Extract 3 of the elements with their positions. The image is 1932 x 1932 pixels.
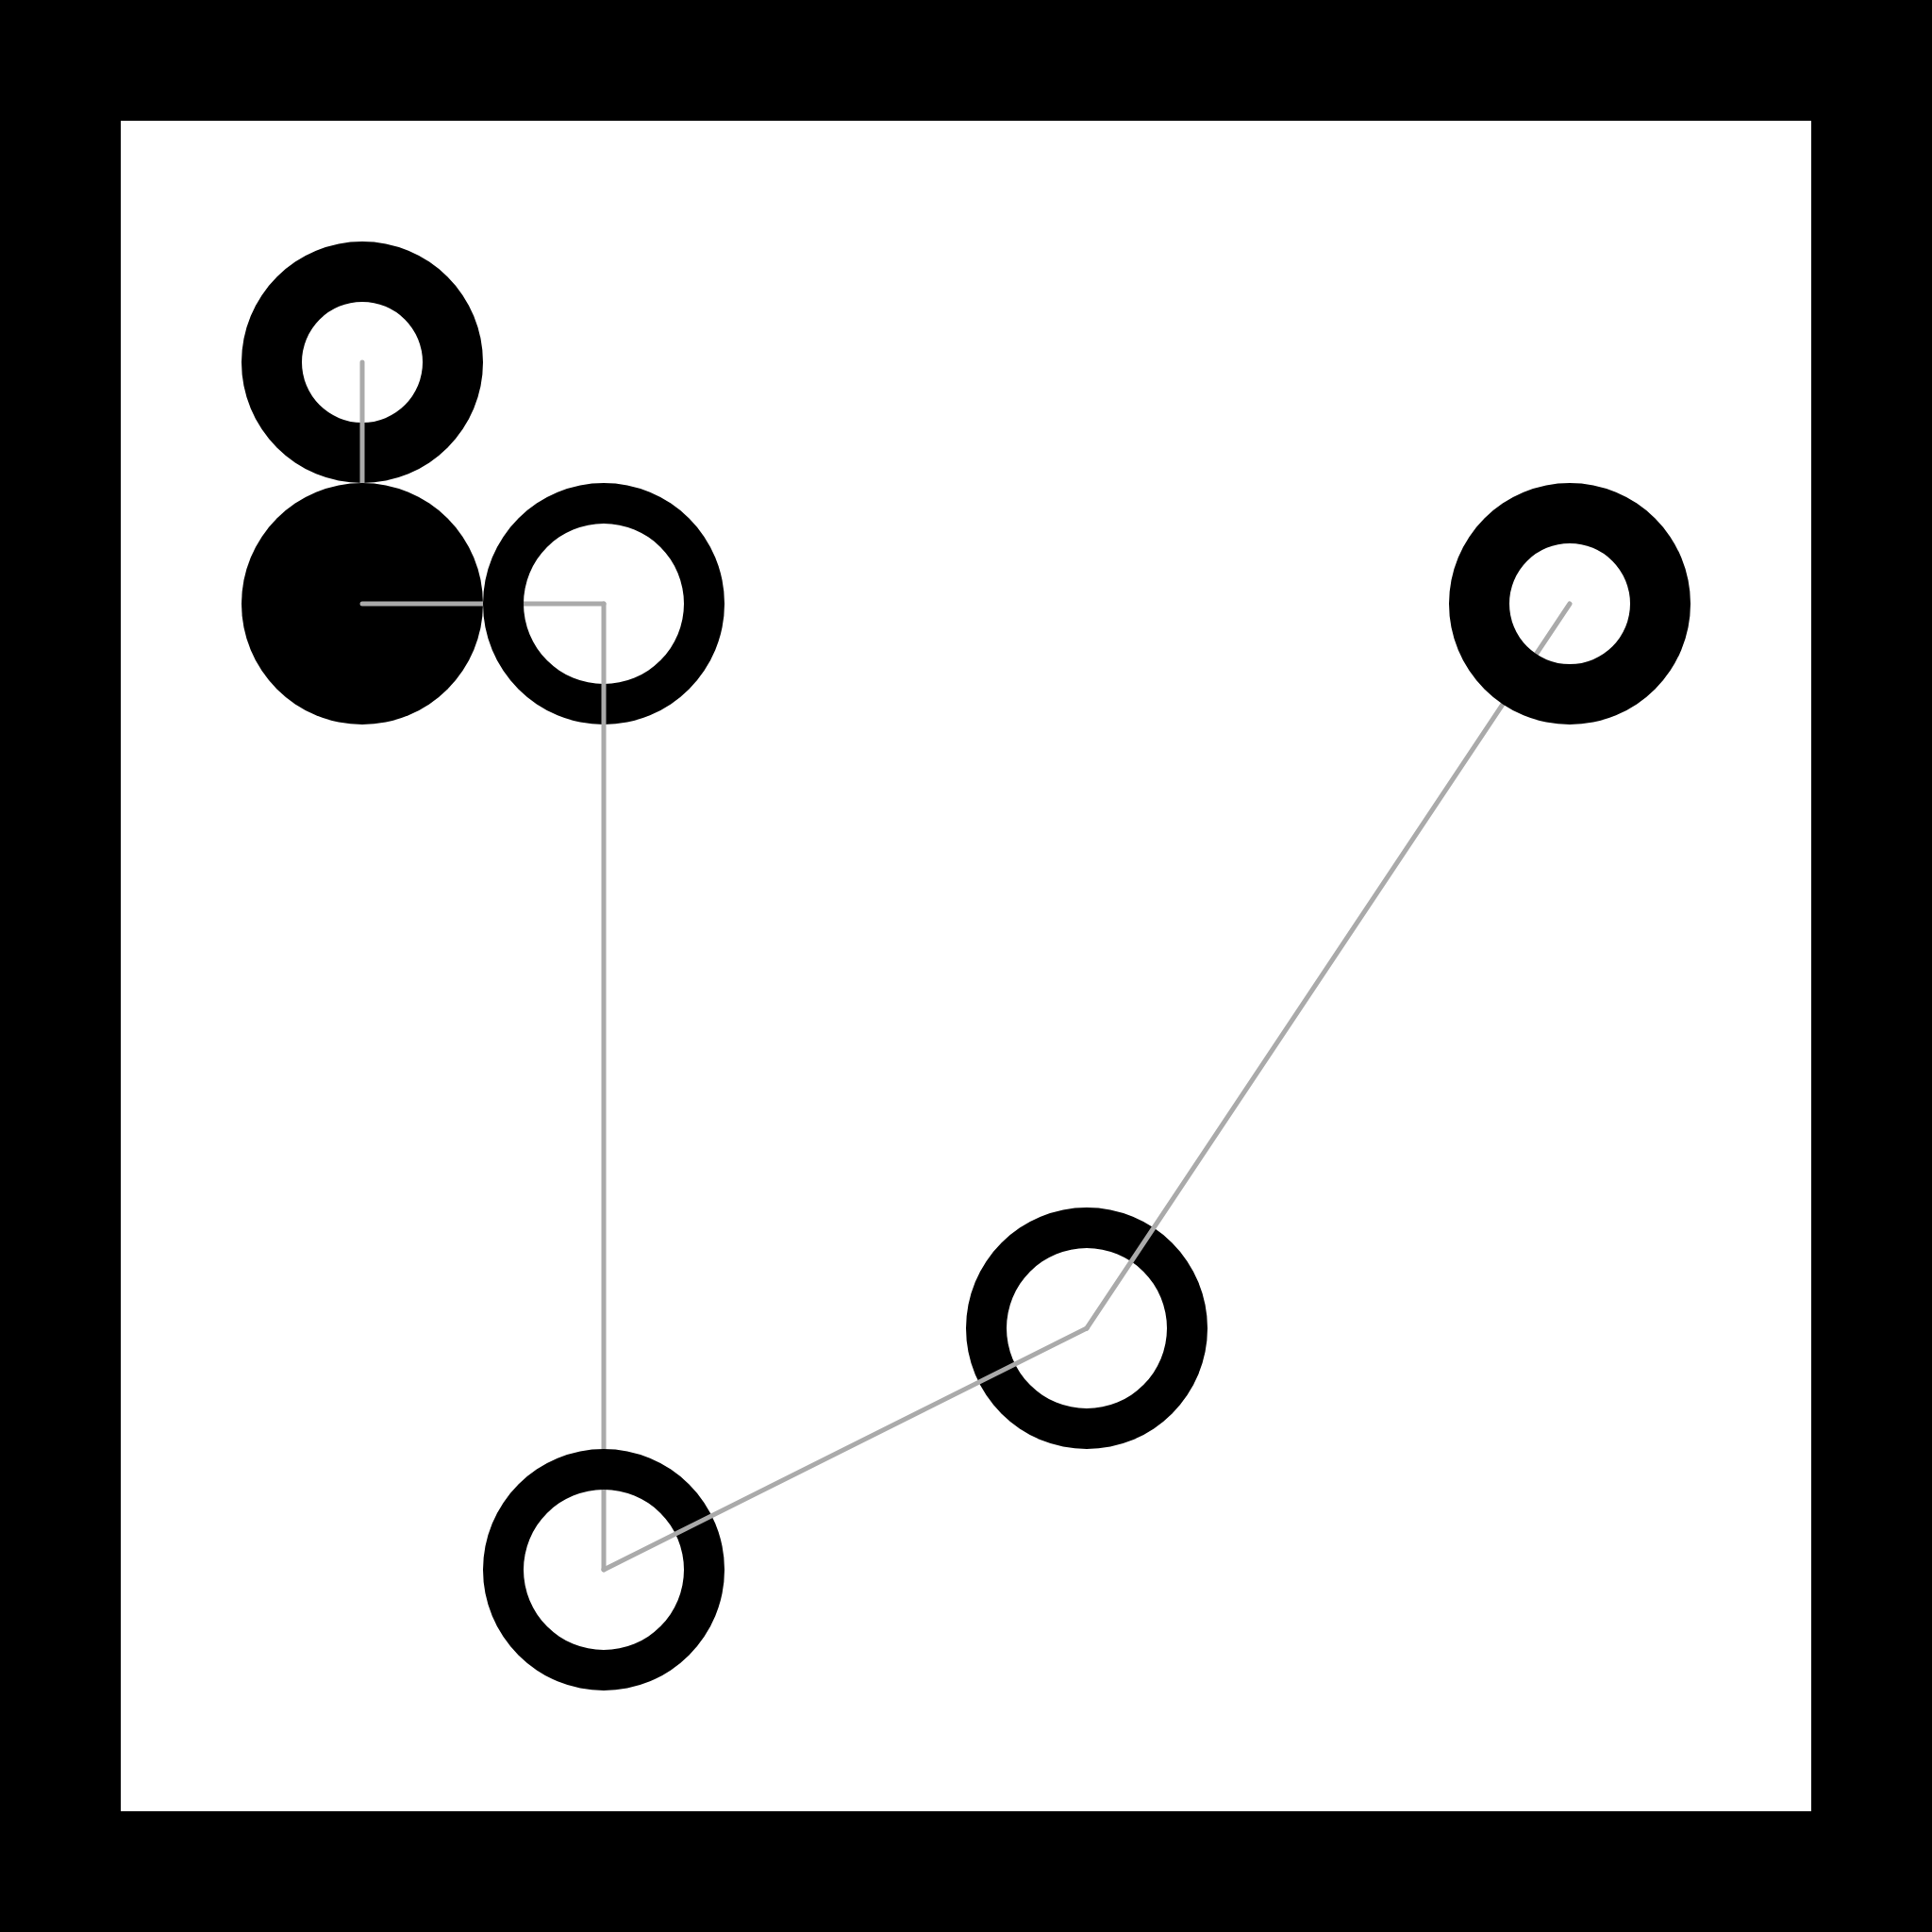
connector-line [1084, 601, 1573, 1331]
filled-circle [242, 483, 483, 724]
connector-line [359, 359, 365, 486]
